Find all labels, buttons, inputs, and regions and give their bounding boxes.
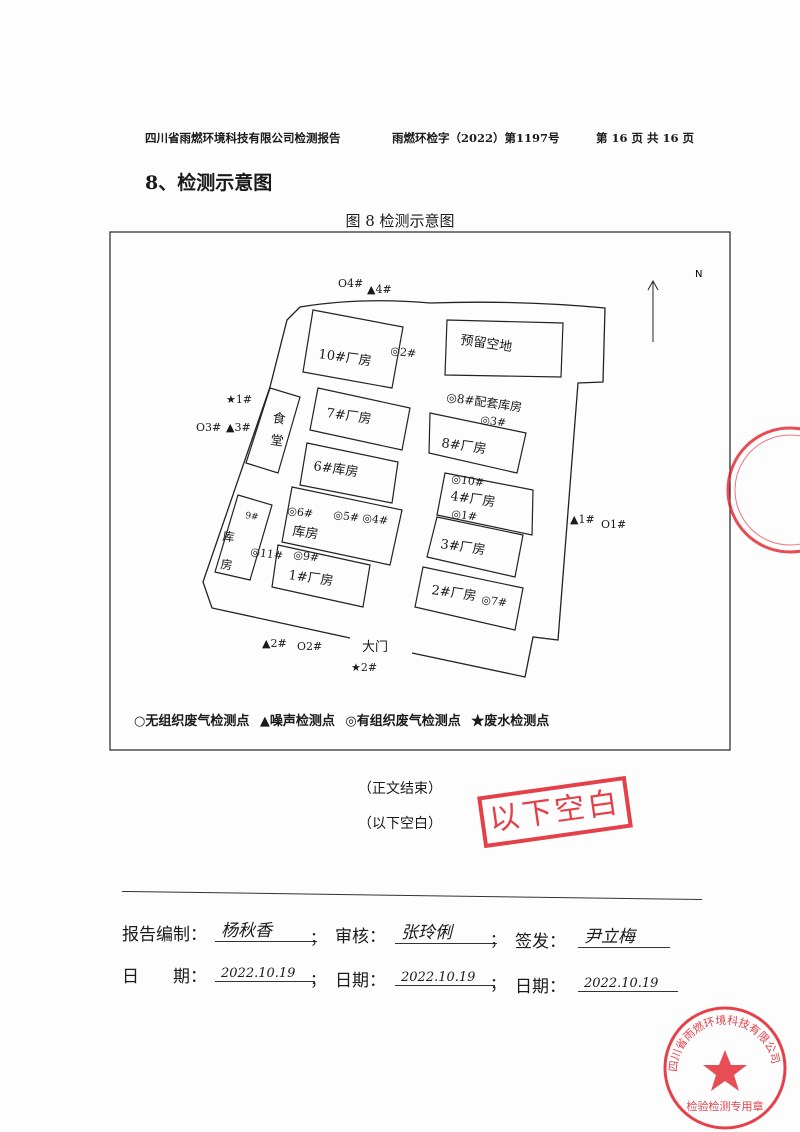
map-label: O2#: [297, 640, 322, 653]
north-arrow: N: [647, 269, 702, 342]
canteen: [245, 387, 301, 474]
map-label: ◎9#: [293, 548, 320, 564]
legend: ○无组织废气检测点 ▲噪声检测点 ◎有组织废气检测点 ★废水检测点: [134, 710, 555, 729]
building-4: [436, 472, 534, 536]
map-label: O3#: [196, 421, 221, 434]
map-label: 1#厂房: [287, 567, 334, 589]
map-label: 食: [271, 410, 286, 428]
map-label: 7#厂房: [325, 405, 372, 427]
header-company: 四川省雨燃环境科技有限公司检测报告: [145, 131, 341, 145]
company-seal-icon: 四川省雨燃环境科技有限公司 检验检测专用章: [663, 1006, 787, 1130]
north-label: N: [695, 269, 702, 280]
map-label: ▲2#: [262, 637, 287, 650]
text-end: （正文结束）: [358, 781, 442, 797]
reviewed-signature: 张玲俐: [395, 918, 497, 944]
map-label: ★2#: [351, 661, 377, 674]
building-8: [428, 412, 527, 474]
building-7: [309, 387, 411, 451]
building-1: [271, 544, 371, 608]
map-label: 预留空地: [459, 333, 513, 355]
warehouse: [281, 486, 403, 566]
map-label: 10#厂房: [317, 346, 372, 369]
map-label: ▲4#: [367, 283, 392, 296]
date-issued: 2022.10.19: [578, 976, 678, 992]
map-label: 3#厂房: [439, 536, 486, 558]
map-label: 8#厂房: [440, 435, 487, 457]
legend-noise: ▲噪声检测点: [259, 714, 335, 729]
map-label: ▲3#: [226, 421, 251, 434]
legend-fugitive-gas: ○无组织废气检测点: [134, 714, 250, 729]
map-label: O4#: [338, 277, 363, 290]
issued-label: 签发：: [515, 932, 566, 952]
map-label: ◎4#: [362, 511, 389, 527]
map-label: ◎5#: [333, 508, 360, 524]
header-report-no: 雨燃环检字（2022）第1197号: [392, 131, 560, 145]
separator: ；: [490, 974, 507, 993]
map-label: ◎3#: [480, 413, 507, 429]
map-label: 4#厂房: [449, 488, 496, 510]
map-label: ◎2#: [390, 344, 417, 360]
compiled-signature: 杨秋香: [215, 916, 317, 942]
diagram-frame: [109, 231, 731, 751]
legend-wastewater: ★废水检测点: [471, 714, 550, 729]
figure-caption: 图 8 检测示意图: [345, 212, 455, 230]
map-label: 2#厂房: [430, 582, 477, 604]
building-2: [414, 566, 524, 631]
building-3: [426, 516, 524, 578]
reserved-land: [444, 319, 564, 378]
blank-below: （以下空白）: [358, 816, 442, 832]
buildings: [214, 309, 564, 631]
edge-seal-icon: [726, 426, 800, 554]
building-10: [302, 309, 404, 389]
separator: ；: [310, 970, 327, 989]
map-label: 房: [220, 556, 234, 573]
map-label: ◎11#: [250, 545, 284, 562]
compiled-label: 报告编制：: [122, 925, 207, 945]
map-label: 9#: [245, 511, 260, 523]
separator: ；: [490, 930, 507, 949]
map-label: ★1#: [226, 393, 252, 406]
warehouse-6: [299, 442, 399, 504]
date-label-issued: 日期：: [515, 977, 566, 997]
date-label-reviewed: 日期：: [335, 971, 386, 991]
map-label: 大门: [362, 640, 388, 655]
map-label: ◎1#: [451, 507, 478, 523]
map-label: ◎6#: [287, 504, 314, 520]
map-label: ◎10#: [451, 472, 485, 489]
map-label: 堂: [269, 433, 284, 450]
issued-signature: 尹立梅: [578, 922, 670, 948]
date-compiled: 2022.10.19: [215, 966, 315, 982]
map-label: 库: [222, 528, 236, 545]
section-title: 8、检测示意图: [145, 172, 273, 194]
header-page: 第 16 页 共 16 页: [596, 131, 695, 145]
map-label: 6#库房: [312, 458, 359, 480]
map-label: O1#: [601, 518, 626, 531]
legend-stack-gas: ◎有组织废气检测点: [345, 714, 461, 729]
seal-subtext: 检验检测专用章: [687, 1099, 764, 1113]
date-reviewed: 2022.10.19: [395, 970, 495, 986]
date-label-compiled: 日 期：: [122, 967, 207, 987]
separator: ；: [310, 928, 327, 947]
map-label: ◎7#: [481, 593, 508, 609]
warehouse-9: [214, 494, 273, 581]
map-label: 库房: [291, 523, 319, 542]
map-label: ◎8#配套库房: [446, 389, 524, 414]
site-boundary: [202, 300, 606, 678]
reviewed-label: 审核：: [335, 927, 386, 947]
map-label: ▲1#: [570, 513, 595, 526]
